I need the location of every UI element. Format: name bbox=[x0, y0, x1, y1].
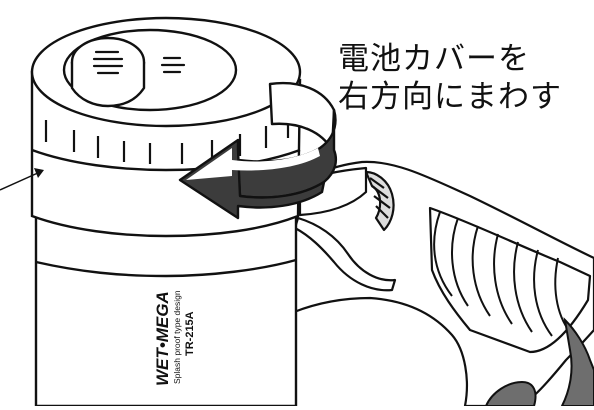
instruction-line-2: 右方向にまわす bbox=[338, 79, 562, 115]
pointer-line bbox=[0, 171, 41, 191]
brand-logo: WET•MEGA bbox=[153, 291, 172, 386]
instruction-line-1: 電池カバーを bbox=[338, 41, 530, 77]
brand-tagline: Splash proof type design bbox=[172, 290, 182, 384]
speaker-slots bbox=[92, 50, 186, 75]
brand-label-group: WET•MEGA Splash proof type design TR-215… bbox=[153, 290, 196, 386]
rotate-arrow-icon bbox=[178, 81, 338, 220]
trigger-piece bbox=[484, 380, 537, 407]
model-number: TR-215A bbox=[184, 311, 196, 356]
